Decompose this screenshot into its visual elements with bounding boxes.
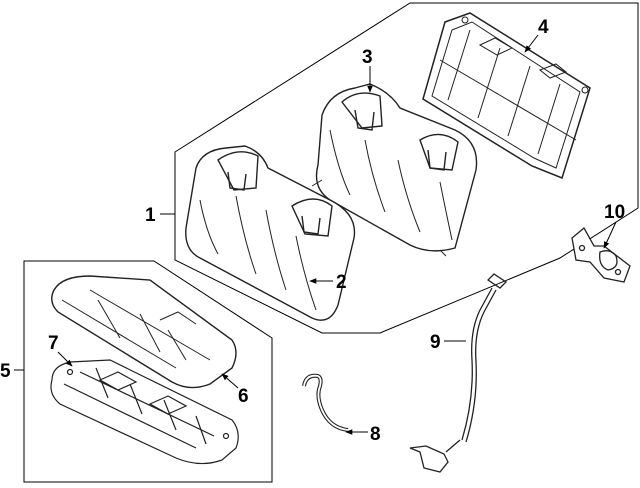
hose-part	[302, 373, 349, 432]
callout-10: 10	[604, 202, 625, 223]
seat-back-assembly-part	[185, 145, 356, 321]
bracket-part	[571, 226, 631, 283]
seat-cushion-group-frame	[23, 260, 273, 483]
cable-part	[409, 273, 508, 473]
seat-back-frame-part	[422, 12, 591, 179]
callout-3: 3	[362, 47, 373, 68]
seat-cushion-frame-part	[50, 359, 239, 465]
callout-6: 6	[238, 386, 249, 407]
callout-8: 8	[370, 424, 381, 445]
leader-6	[221, 373, 239, 389]
seat-cushion-part	[51, 275, 237, 389]
callout-7: 7	[48, 333, 59, 354]
leader-lines	[14, 34, 617, 435]
callout-2: 2	[336, 272, 347, 293]
leader-7	[57, 351, 73, 367]
seat-back-group-frame	[174, 2, 639, 334]
callout-5: 5	[0, 361, 11, 382]
callout-4: 4	[538, 17, 549, 38]
leader-4	[524, 34, 539, 53]
callout-1: 1	[145, 205, 156, 226]
seat-back-cover-part	[311, 83, 478, 257]
callout-9: 9	[430, 332, 441, 353]
leader-10	[603, 221, 617, 249]
